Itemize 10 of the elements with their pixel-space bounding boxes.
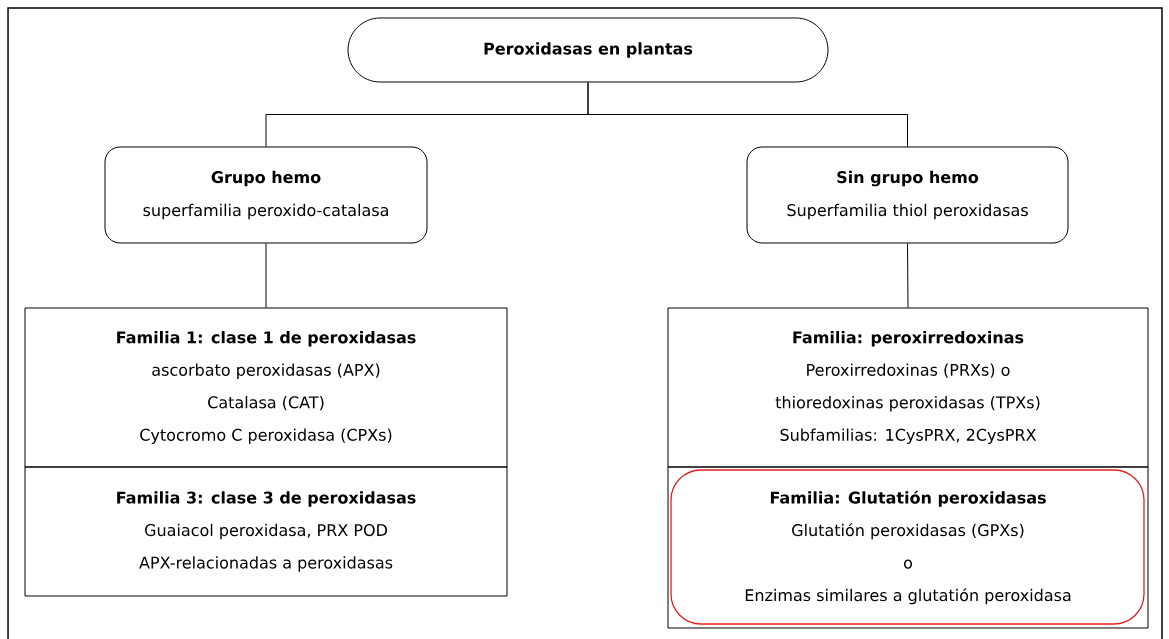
family-box: Familia: Glutatión peroxidasas Glutatión peroxidasas (GPXs) o Enzimas similares a glutatión peroxidasa bbox=[667, 466, 1149, 629]
title-box: Peroxidasas en plantas bbox=[347, 17, 829, 83]
group-box: Sin grupo hemo Superfamilia thiol peroxidasas bbox=[746, 146, 1069, 244]
group-box: Grupo hemo superfamilia peroxido-catalasa bbox=[104, 146, 428, 244]
family-box: Familia 3: clase 3 de peroxidasas Guaiacol peroxidasa, PRX POD APX-relacionadas a peroxidasas bbox=[24, 466, 508, 597]
connector bbox=[587, 82, 908, 147]
family-box: Familia 1: clase 1 de peroxidasas ascorbato peroxidasas (APX) Catalasa (CAT) Cytocromo C peroxidasa (CPXs) bbox=[24, 307, 508, 468]
family-box: Familia: peroxirredoxinas Peroxirredoxinas (PRXs) o thioredoxinas peroxidasas (TPXs) Subfamilias: 1CysPRX, 2CysPRX bbox=[667, 307, 1149, 468]
connector bbox=[907, 243, 909, 308]
connector bbox=[265, 243, 267, 308]
